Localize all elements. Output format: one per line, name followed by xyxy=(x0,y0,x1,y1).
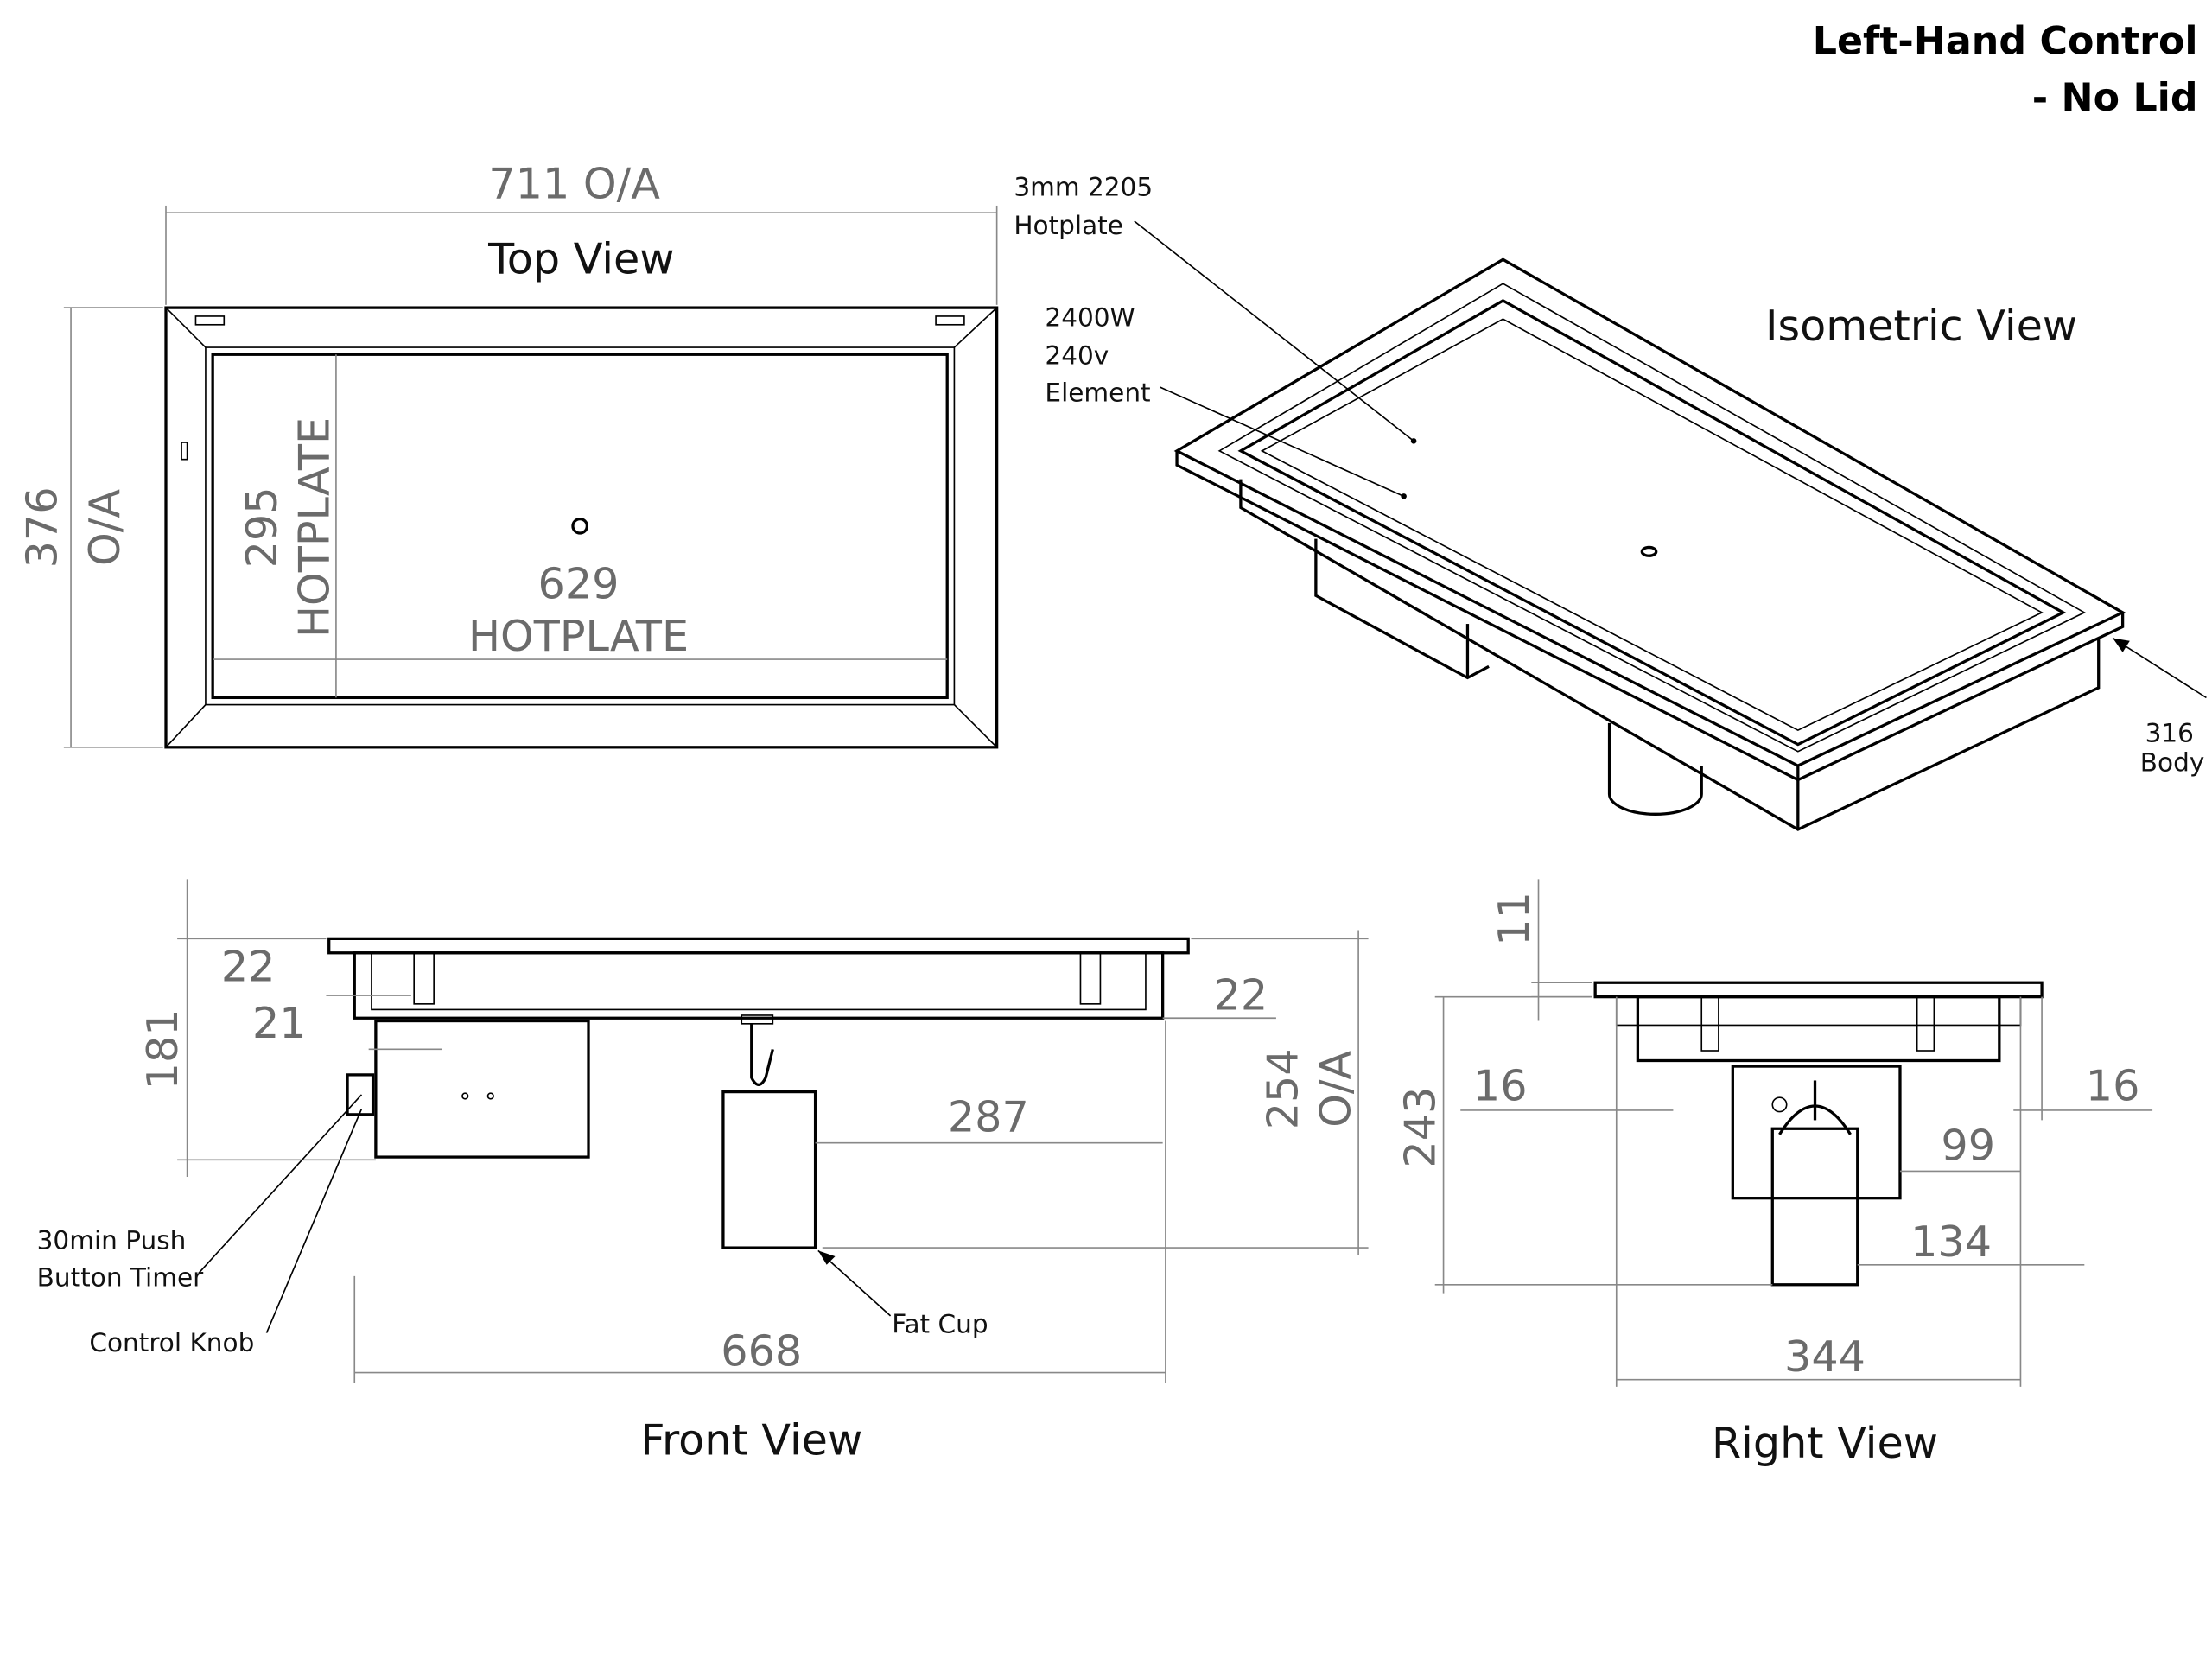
dim-front-668: 668 xyxy=(721,1325,802,1376)
top-view-title: Top View xyxy=(487,234,675,284)
dim-front-287: 287 xyxy=(948,1092,1029,1142)
dim-front-254: 254 xyxy=(1258,1048,1308,1129)
dim-front-254-suffix: O/A xyxy=(1310,1050,1360,1127)
dim-front-22-right: 22 xyxy=(1214,969,1268,1020)
right-view xyxy=(1434,879,2153,1387)
dim-right-99: 99 xyxy=(1941,1120,1995,1170)
dim-711: 711 O/A xyxy=(488,159,660,209)
dim-376: 376 xyxy=(17,486,67,568)
callout-timer-1: 30min Push xyxy=(37,1226,187,1255)
callout-knob: Control Knob xyxy=(89,1328,254,1357)
dim-front-181: 181 xyxy=(137,1008,188,1090)
callout-element-3: Element xyxy=(1045,378,1150,407)
isometric-view-title: Isometric View xyxy=(1765,301,2077,351)
callout-hotplate-2: Hotplate xyxy=(1014,211,1123,240)
dim-right-16-left: 16 xyxy=(1473,1060,1528,1110)
drain-hole xyxy=(571,517,589,535)
top-view xyxy=(63,205,999,749)
callout-fat-cup: Fat Cup xyxy=(892,1310,988,1339)
dim-front-22-left: 22 xyxy=(221,942,276,992)
dim-629-label: HOTPLATE xyxy=(468,611,689,661)
right-view-title: Right View xyxy=(1712,1418,1938,1468)
callout-body-1: 316 xyxy=(2145,718,2194,747)
callout-body-2: Body xyxy=(2140,748,2205,778)
dim-right-16-right: 16 xyxy=(2086,1060,2140,1110)
dim-right-11: 11 xyxy=(1489,892,1539,946)
dim-right-344: 344 xyxy=(1784,1332,1866,1382)
front-view-title: Front View xyxy=(640,1415,862,1465)
dim-right-243: 243 xyxy=(1395,1087,1446,1168)
callout-element-2: 240v xyxy=(1045,341,1109,371)
callout-element-1: 2400W xyxy=(1045,302,1135,332)
dim-629: 629 xyxy=(538,559,620,609)
front-view xyxy=(177,879,1369,1382)
dim-295: 295 xyxy=(237,486,287,568)
isometric-view xyxy=(1134,220,2207,831)
callout-hotplate-1: 3mm 2205 xyxy=(1014,172,1153,201)
dim-front-21: 21 xyxy=(252,998,307,1048)
dim-295-label: HOTPLATE xyxy=(289,417,340,638)
title-line-2: - No Lid xyxy=(2032,76,2198,120)
dim-376-suffix: O/A xyxy=(79,489,130,566)
callout-timer-2: Button Timer xyxy=(37,1262,204,1292)
dim-right-134: 134 xyxy=(1910,1217,1992,1267)
title-line-1: Left-Hand Control xyxy=(1813,19,2198,63)
